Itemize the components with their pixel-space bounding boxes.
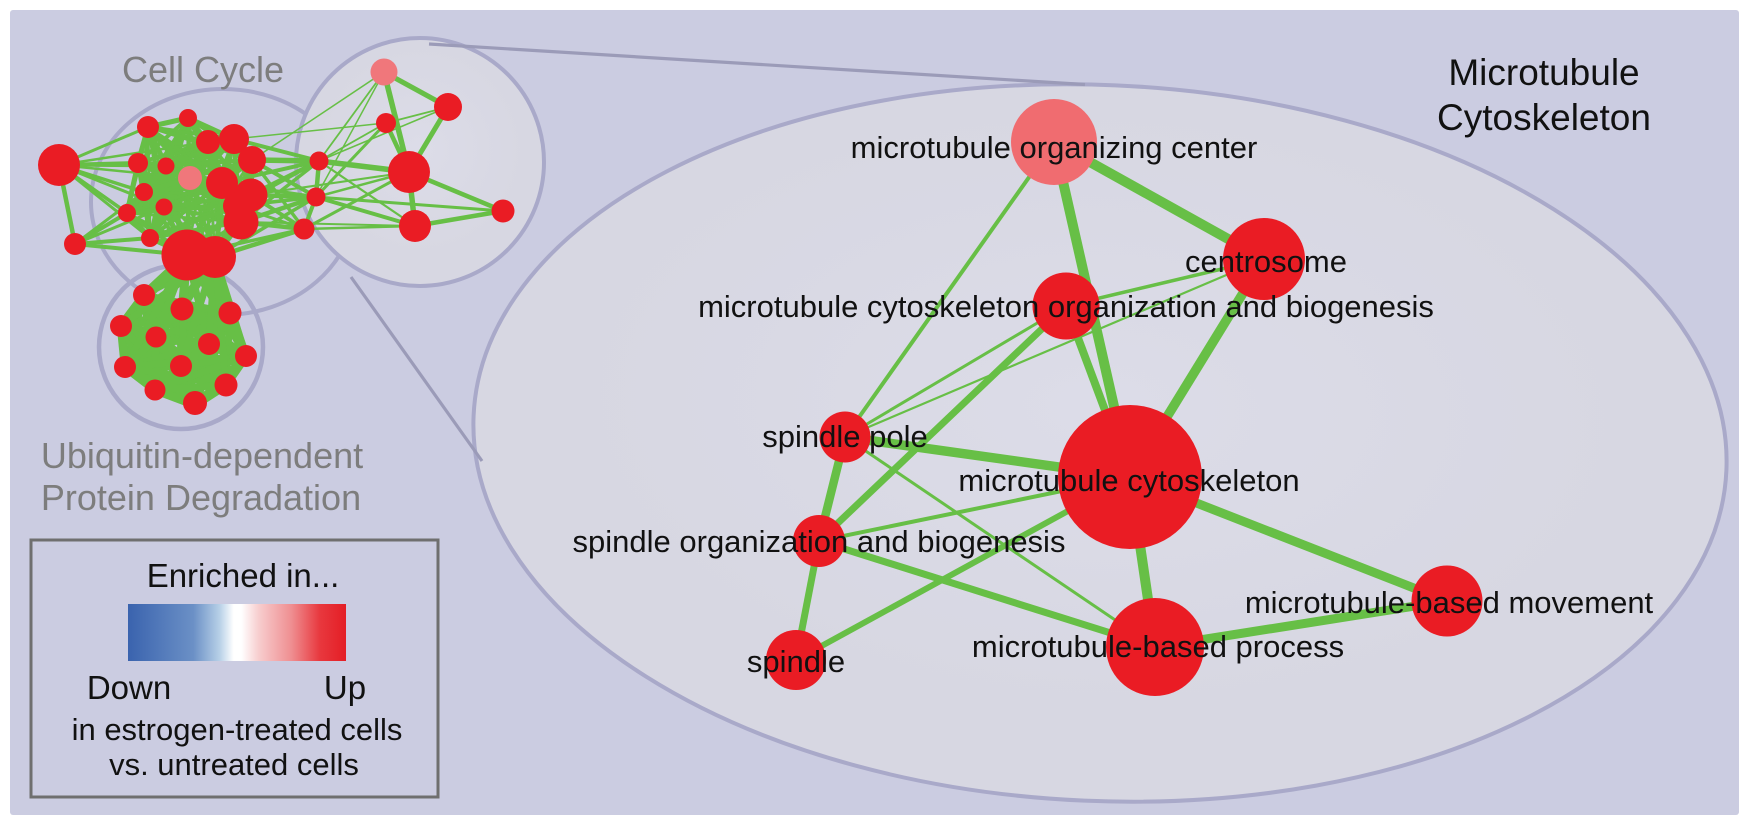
svg-text:Cell Cycle: Cell Cycle: [122, 49, 284, 90]
svg-text:centrosome: centrosome: [1185, 244, 1347, 279]
svg-text:spindle pole: spindle pole: [762, 419, 927, 454]
svg-text:vs. untreated cells: vs. untreated cells: [109, 747, 359, 782]
svg-text:spindle: spindle: [747, 644, 845, 679]
svg-text:Ubiquitin-dependent: Ubiquitin-dependent: [41, 435, 363, 476]
svg-text:microtubule cytoskeleton organ: microtubule cytoskeleton organization an…: [698, 289, 1434, 324]
svg-text:microtubule cytoskeleton: microtubule cytoskeleton: [958, 463, 1299, 498]
svg-text:microtubule-based process: microtubule-based process: [972, 629, 1344, 664]
svg-text:Enriched in...: Enriched in...: [147, 557, 340, 594]
svg-text:Microtubule: Microtubule: [1448, 52, 1639, 93]
svg-text:Up: Up: [324, 669, 366, 706]
svg-text:microtubule organizing center: microtubule organizing center: [851, 130, 1258, 165]
svg-text:Cytoskeleton: Cytoskeleton: [1437, 97, 1651, 138]
svg-text:microtubule-based movement: microtubule-based movement: [1245, 585, 1654, 620]
svg-text:Protein Degradation: Protein Degradation: [41, 477, 361, 518]
svg-text:in estrogen-treated cells: in estrogen-treated cells: [72, 712, 403, 747]
svg-text:spindle organization and bioge: spindle organization and biogenesis: [573, 524, 1066, 559]
svg-text:Down: Down: [87, 669, 171, 706]
